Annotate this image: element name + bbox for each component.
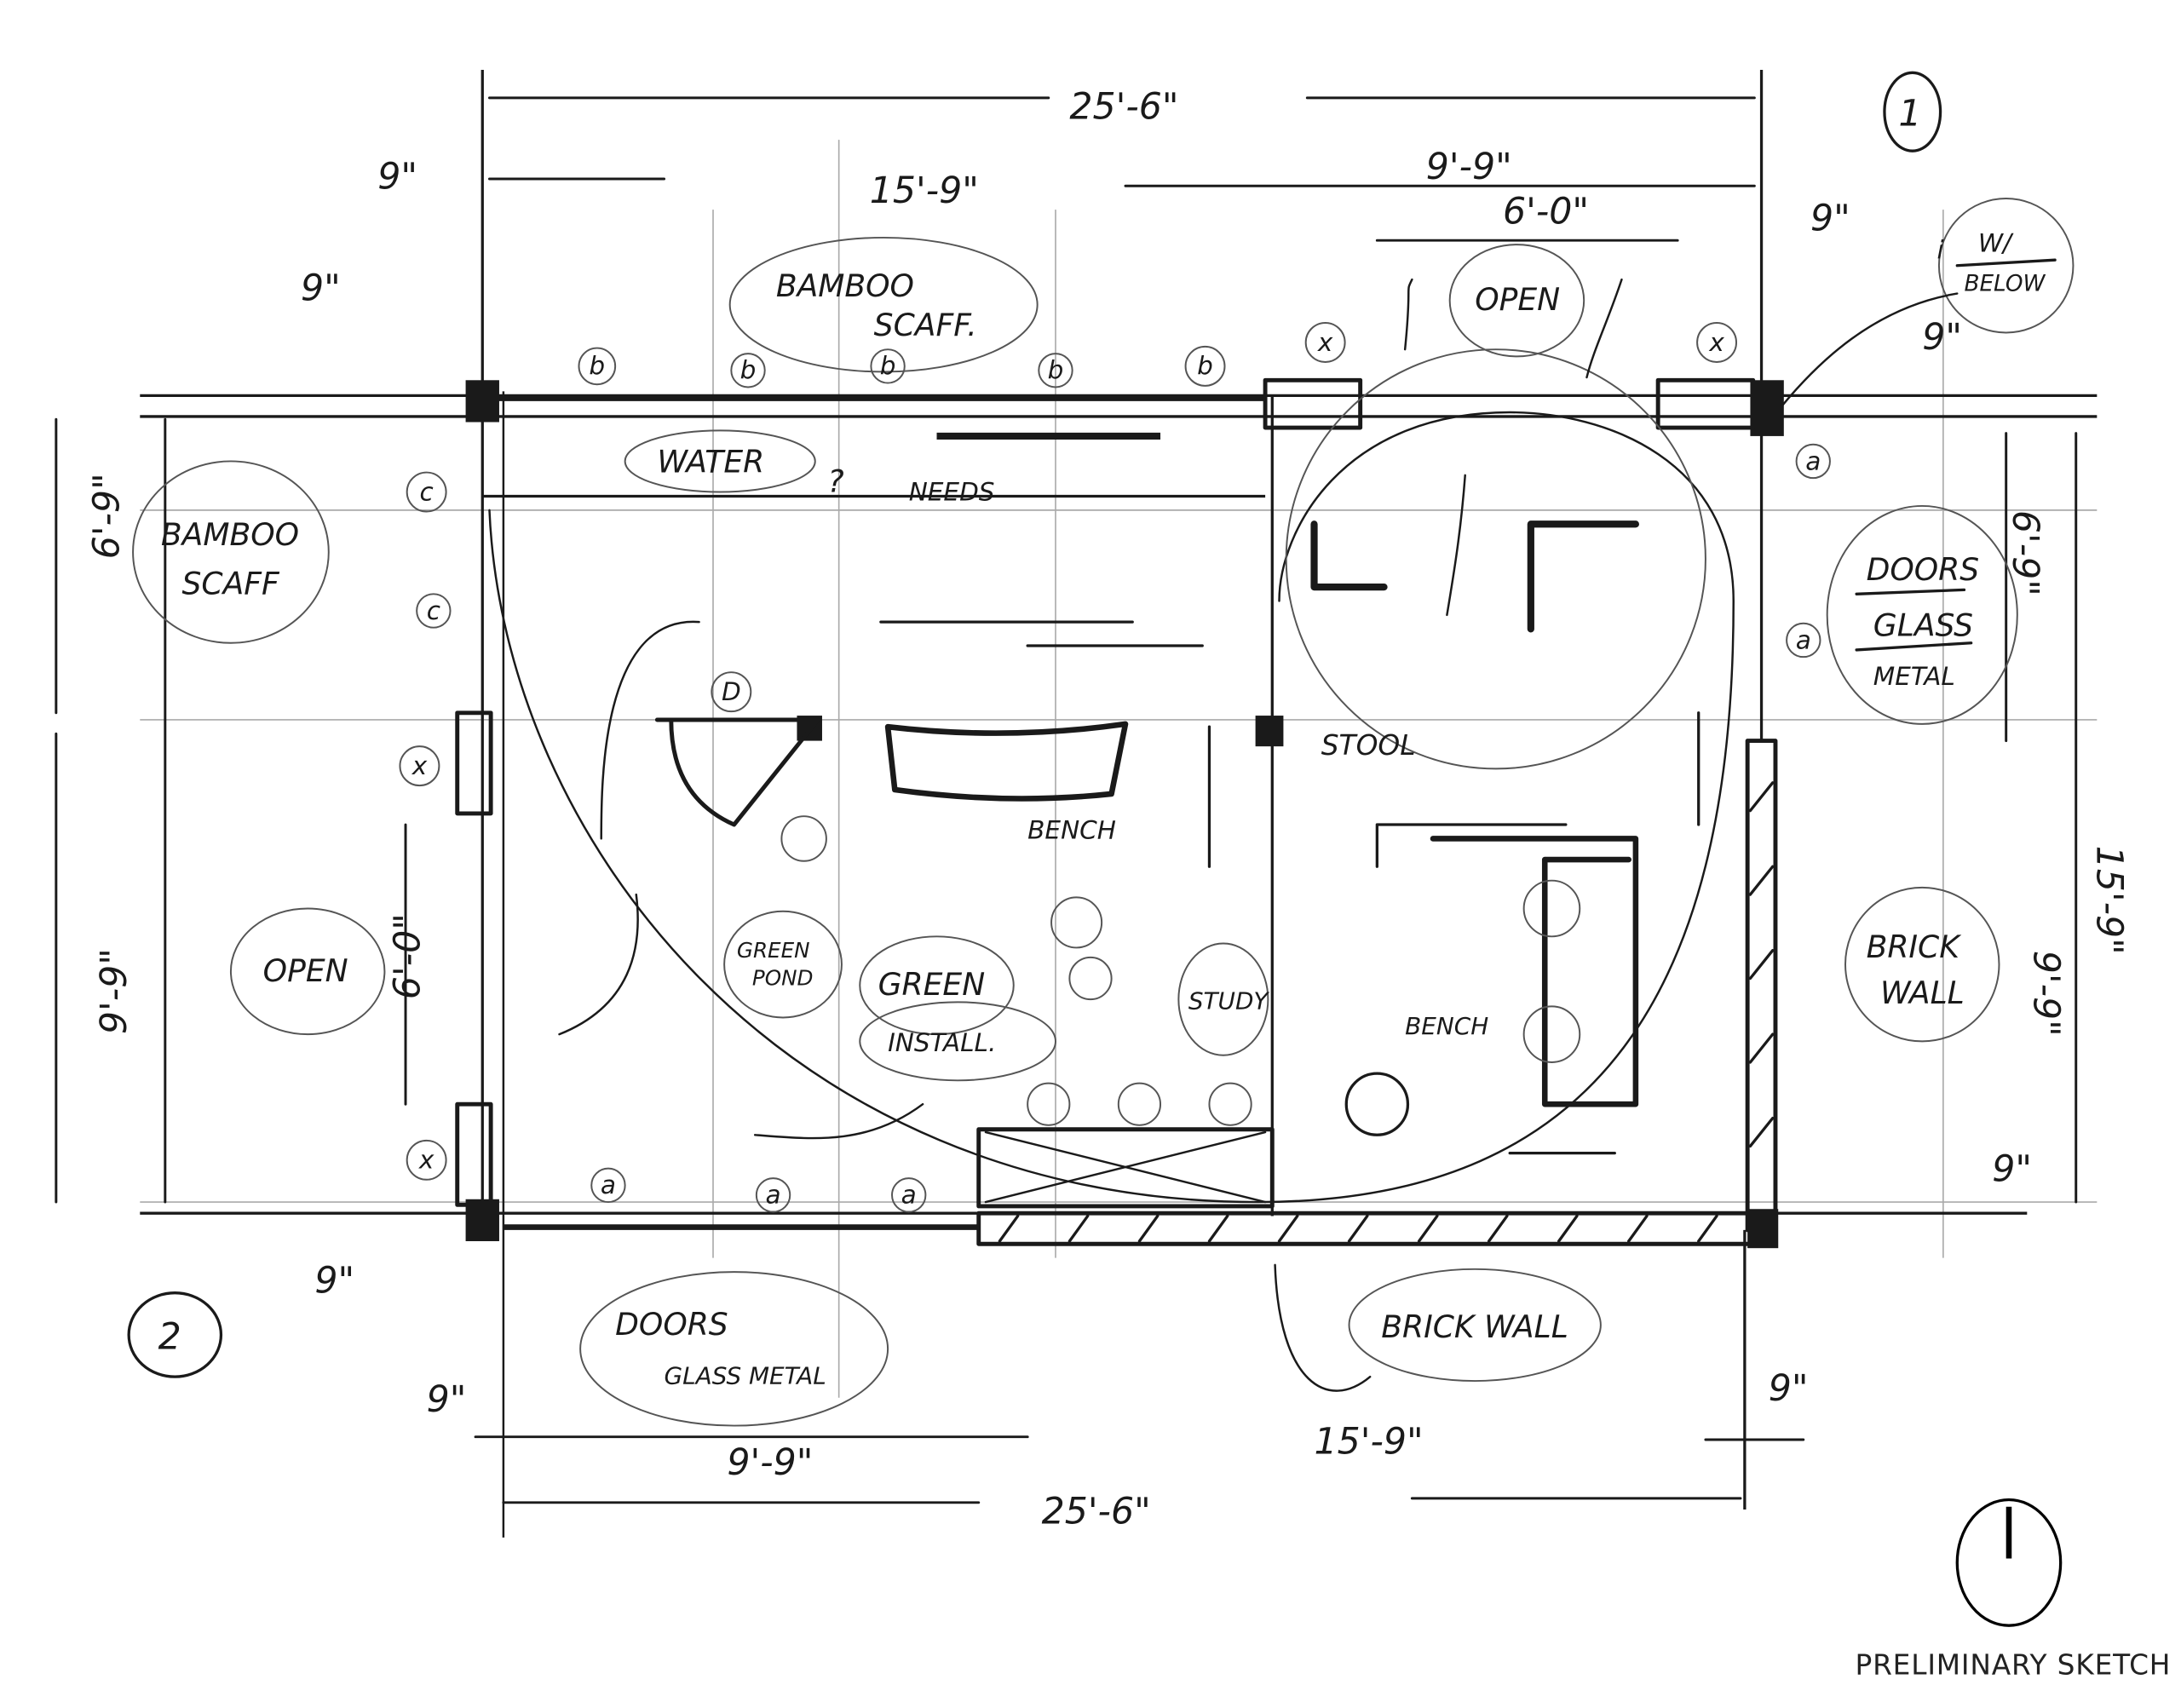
dim-left-lower: 9'-9" — [93, 948, 135, 1034]
dim-bottom-overall: 25'-6" — [1042, 1490, 1151, 1533]
dimensions: 25'-6" 15'-9" 9'-9" 6'-0" 9" 9" 9" 9" 6'… — [86, 85, 2131, 1533]
tag-a: a — [901, 1181, 917, 1210]
tag-b: b — [1197, 352, 1213, 381]
tag-c: c — [420, 477, 434, 506]
dim-bottom-left-9a: 9" — [314, 1260, 354, 1303]
dim-left-upper: 6'-9" — [86, 473, 129, 559]
note-brick-wall-right-1: BRICK — [1867, 929, 1963, 965]
dim-top-right-9b: 9" — [1922, 316, 1962, 359]
dim-top-opening: 6'-0" — [1503, 191, 1589, 233]
dim-bottom-left-9b: 9" — [427, 1378, 467, 1421]
note-green-pond-1: GREEN — [737, 938, 810, 963]
walls — [140, 70, 2098, 1538]
note-metal-right: METAL — [1873, 662, 1955, 691]
tag-b: b — [1048, 356, 1064, 385]
note-water: WATER — [657, 445, 764, 480]
north-arrow-icon — [1955, 1498, 2063, 1627]
tag-a: a — [1805, 446, 1821, 475]
tags: b b b b b x x c c x x D a a a a a i — [399, 236, 1944, 1213]
note-brick-wall-bottom: BRICK WALL — [1381, 1309, 1568, 1345]
notes: BAMBOO SCAFF. WATER ? NEEDS BAMBOO SCAFF… — [132, 198, 2075, 1427]
note-bench-center: BENCH — [1027, 815, 1116, 844]
note-below-2: BELOW — [1964, 271, 2046, 296]
dim-bottom-left-span: 9'-9" — [727, 1441, 813, 1484]
tag-x: x — [1317, 328, 1333, 357]
note-bamboo-scaff-left-1: BAMBOO — [161, 517, 299, 553]
note-bamboo-scaff-top-2: SCAFF. — [874, 308, 977, 343]
dim-bottom-right-9: 9" — [1769, 1367, 1809, 1410]
tag-b: b — [740, 356, 757, 385]
note-doors-bottom-2: GLASS METAL — [665, 1361, 826, 1389]
note-green-install-1: GREEN — [878, 967, 986, 1003]
dim-top-left-9a: 9" — [377, 156, 417, 198]
interior — [488, 278, 1735, 1209]
tag-c: c — [427, 596, 440, 625]
tag-a: a — [601, 1170, 616, 1199]
note-water-question: ? — [828, 464, 844, 500]
note-glass-right: GLASS — [1873, 608, 1973, 644]
note-doors-bottom-1: DOORS — [615, 1307, 728, 1343]
tag-x: x — [1708, 328, 1724, 357]
dim-top-right-9a: 9" — [1810, 198, 1850, 240]
tag-x: x — [411, 751, 428, 780]
tag-x: x — [418, 1146, 434, 1175]
note-green-pond-2: POND — [752, 966, 814, 991]
note-needs: NEEDS — [909, 477, 995, 506]
note-green-install-2: INSTALL. — [888, 1028, 996, 1057]
note-bamboo-scaff-top-1: BAMBOO — [776, 268, 914, 304]
tag-a: a — [766, 1181, 781, 1210]
sheet-markers: 1 2 — [127, 71, 1942, 1378]
tag-i: i — [1936, 236, 1944, 265]
dim-right-overall: 15'-9" — [2087, 846, 2130, 955]
dim-right-lower: 9'-9" — [2025, 951, 2068, 1037]
dimension-lines — [55, 96, 2078, 1504]
dim-left-opening: 6'-0" — [386, 913, 429, 999]
tag-a: a — [1796, 625, 1811, 654]
note-bench-right: BENCH — [1405, 1012, 1488, 1040]
dim-top-left-9b: 9" — [301, 267, 341, 310]
tag-b: b — [589, 352, 605, 381]
tag-b: b — [880, 352, 896, 381]
note-open-left: OPEN — [263, 953, 348, 989]
note-brick-wall-right-2: WALL — [1880, 975, 1965, 1011]
note-study: STUDY — [1188, 987, 1270, 1015]
note-doors-right: DOORS — [1867, 552, 1980, 588]
note-stool: STOOL — [1321, 729, 1416, 762]
dim-right-upper: 6'-9" — [2004, 510, 2046, 596]
dim-top-left-span: 15'-9" — [870, 170, 979, 212]
sheet-title: PRELIMINARY SKETCH — [1855, 1649, 2171, 1682]
tag-d: D — [722, 677, 741, 706]
dim-right-bottom-9: 9" — [1992, 1147, 2032, 1190]
note-below-1: W/ — [1978, 228, 2014, 257]
dim-top-right-span: 9'-9" — [1426, 146, 1512, 188]
marker-2: 2 — [158, 1315, 181, 1358]
dim-bottom-right-span: 15'-9" — [1315, 1420, 1424, 1463]
marker-1: 1 — [1898, 93, 1921, 135]
note-bamboo-scaff-left-2: SCAFF — [182, 566, 281, 601]
note-open-top: OPEN — [1475, 282, 1560, 318]
dim-top-overall: 25'-6" — [1069, 85, 1178, 128]
